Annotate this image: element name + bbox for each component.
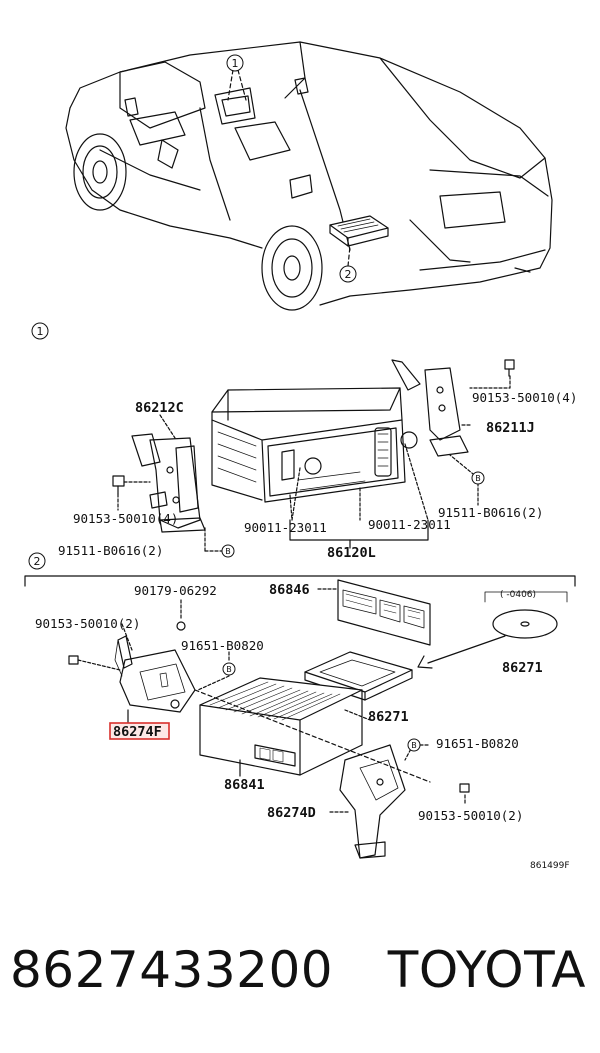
callout-2-car: 2 [345, 268, 352, 281]
label-86841[interactable]: 86841 [224, 777, 265, 793]
label-86212C[interactable]: 86212C [135, 400, 184, 416]
label-91511-right[interactable]: 91511-B0616(2) [438, 505, 543, 520]
label-90153-mid[interactable]: 90153-50010(2) [35, 616, 140, 631]
parts-diagram: 1 2 1 2 B B B B 86212C 90153-50010(4) 86… [24, 41, 577, 871]
label-86846[interactable]: 86846 [269, 582, 310, 598]
label-86120L[interactable]: 86120L [327, 545, 376, 561]
brand-text: TOYOTA [387, 941, 586, 999]
label-90153-bottom[interactable]: 90153-50010(2) [418, 808, 523, 823]
callout-circles: 1 2 1 2 B B B B [28, 54, 485, 752]
label-91511-left[interactable]: 91511-B0616(2) [58, 543, 163, 558]
label-0406: ( -0406) [500, 590, 536, 600]
label-91651-bottom[interactable]: 91651-B0820 [436, 736, 519, 751]
group1-head-unit [112, 359, 515, 552]
part-number-text: 8627433200 [10, 941, 334, 999]
label-90153-top[interactable]: 90153-50010(4) [472, 390, 577, 405]
figure-code: 861499F [530, 861, 570, 871]
group2-changer [24, 575, 576, 859]
label-86274F[interactable]: 86274F [113, 724, 162, 740]
label-90011-left[interactable]: 90011-23011 [244, 520, 327, 535]
label-91651-top[interactable]: 91651-B0820 [181, 638, 264, 653]
car-illustration [65, 41, 553, 311]
callout-1-car: 1 [232, 57, 239, 70]
section-1-marker: 1 [37, 325, 44, 338]
part-labels: 86212C 90153-50010(4) 86211J 90153-50010… [35, 390, 577, 871]
section-2-marker: 2 [34, 555, 41, 568]
bolt-b-marker-group2-top: B [226, 665, 232, 674]
bolt-b-marker-left: B [225, 547, 231, 556]
label-90153-left[interactable]: 90153-50010(4) [73, 511, 178, 526]
label-86211J[interactable]: 86211J [486, 420, 535, 436]
highlight-box-86274F [109, 722, 170, 740]
bolt-b-marker-right: B [475, 474, 481, 483]
label-86271-box[interactable]: 86271 [368, 709, 409, 725]
bolt-b-marker-group2-bottom: B [411, 741, 417, 750]
label-86271-disc[interactable]: 86271 [502, 660, 543, 676]
label-90179[interactable]: 90179-06292 [134, 583, 217, 598]
label-86274D[interactable]: 86274D [267, 805, 316, 821]
label-90011-right[interactable]: 90011-23011 [368, 517, 451, 532]
